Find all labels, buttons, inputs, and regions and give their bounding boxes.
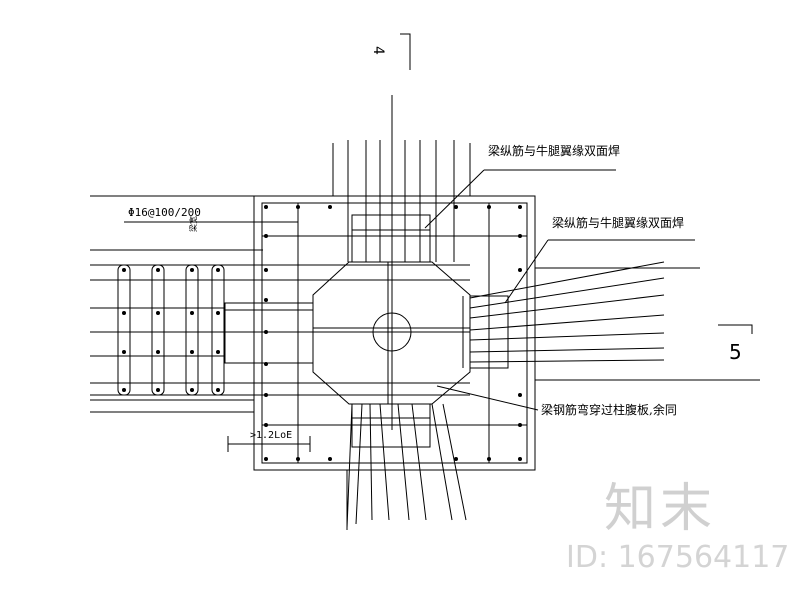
section-mark-right: 5 xyxy=(729,340,742,364)
anchor-length-label: >1.2LoE xyxy=(250,430,293,441)
side-vertical-label: 梁宽 xyxy=(189,216,198,232)
watermark-logo: 知末 xyxy=(604,479,717,539)
rebar-spec-label: Φ16@100/200 xyxy=(128,206,201,219)
watermark-id: ID: 167564117 xyxy=(566,540,790,575)
column-inner xyxy=(261,202,528,464)
annotation-weld-top: 梁纵筋与牛腿翼缘双面焊 xyxy=(488,144,621,158)
column-outer xyxy=(253,195,536,471)
annotation-bend-through: 梁钢筋弯穿过柱腹板,余同 xyxy=(541,403,677,417)
annotation-weld-right: 梁纵筋与牛腿翼缘双面焊 xyxy=(552,216,685,230)
section-mark-top: 4 xyxy=(370,46,386,55)
